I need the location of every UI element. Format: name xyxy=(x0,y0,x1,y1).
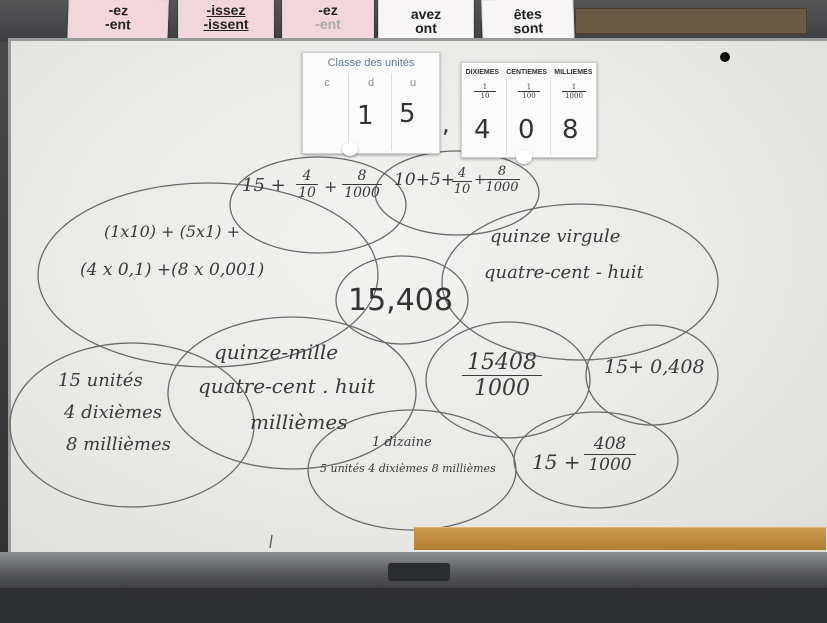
left-expansion-line2: (4 x 0,1) +(8 x 0,001) xyxy=(80,260,265,280)
middle-words-line1: quinze-mille xyxy=(214,340,339,364)
tl-prefix: 15 + xyxy=(242,175,286,196)
fraction-15408-den: 1000 xyxy=(474,376,530,401)
fraction-15408: 15408 1000 xyxy=(462,350,542,401)
decimal-digit-3: 8 xyxy=(562,115,579,145)
tray-handle xyxy=(388,563,450,581)
right-words-line2: quatre-cent - huit xyxy=(484,262,644,283)
decimal-frac-2: 1 100 xyxy=(518,83,540,100)
fraction-408-prefix: 15 + xyxy=(532,450,581,474)
tl-frac-1-num: 4 xyxy=(296,168,318,185)
center-number: 15,408 xyxy=(348,283,453,318)
decimal-frac-3-den: 1000 xyxy=(565,92,583,100)
fraction-408-den: 1000 xyxy=(588,455,632,475)
bubble-left-expansion-outline xyxy=(37,182,379,368)
decimal-frac-3-num: 1 xyxy=(562,83,586,92)
units-table-title: Classe des unités xyxy=(327,57,415,69)
bottom-units-line1: 1 dizaine xyxy=(372,435,432,450)
card-2-line2: -issent xyxy=(203,16,249,32)
tr-frac-2-den: 1000 xyxy=(485,180,519,195)
fraction-15408-num: 15408 xyxy=(462,350,542,376)
bubble-top-left-outline xyxy=(229,156,407,254)
card-2-line1: -issez xyxy=(206,2,246,18)
units-digit-d: 1 xyxy=(357,101,374,131)
decimal-digit-2: 0 xyxy=(518,115,535,145)
tl-frac-2-den: 1000 xyxy=(344,185,380,201)
pin-right xyxy=(516,150,532,164)
decimal-frac-1: 1 10 xyxy=(474,83,496,100)
tl-frac-1-den: 10 xyxy=(298,185,316,201)
decimal-frac-2-den: 100 xyxy=(522,92,536,100)
tl-frac-1: 4 10 xyxy=(296,168,318,201)
decimal-frac-1-den: 10 xyxy=(480,92,490,100)
right-words-line1: quinze virgule xyxy=(490,226,621,247)
bubble-fraction-408-outline xyxy=(513,411,679,509)
units-col-c: c xyxy=(324,77,330,89)
card-4-line2: ont xyxy=(415,20,437,36)
cork-strip xyxy=(575,8,807,34)
decimal-frac-2-num: 1 xyxy=(518,83,540,92)
sum-0408: 15+ 0,408 xyxy=(604,356,705,378)
tl-frac-2: 8 1000 xyxy=(342,168,382,201)
left-units-line3: 8 millièmes xyxy=(66,434,171,455)
left-expansion-line1: (1x10) + (5x1) + xyxy=(104,222,240,241)
decimal-frac-3: 1 1000 xyxy=(562,83,586,100)
card-4-line1: avez xyxy=(410,6,442,22)
bubble-left-units-outline xyxy=(9,342,255,508)
units-col-d: d xyxy=(367,77,375,89)
decimal-header-1: DIXIEMES xyxy=(465,69,500,76)
tr-plus: + xyxy=(474,172,486,188)
bubble-top-right-outline xyxy=(374,150,540,236)
middle-words-line3: millièmes xyxy=(250,410,348,434)
tr-frac-1: 4 10 xyxy=(452,166,472,197)
units-digit-u: 5 xyxy=(399,99,416,129)
bubble-fraction-15408-outline xyxy=(425,321,591,439)
fraction-408: 408 1000 xyxy=(584,434,636,475)
tr-frac-2-num: 8 xyxy=(484,164,520,180)
tr-prefix: 10+5+ xyxy=(394,170,455,190)
black-magnet xyxy=(720,52,730,62)
tl-frac-2-num: 8 xyxy=(342,168,382,185)
decimal-headers: DIXIEMES CENTIEMES MILLIEMES xyxy=(462,69,596,76)
bubble-middle-words-outline xyxy=(167,316,417,470)
tr-frac-1-den: 10 xyxy=(453,182,471,197)
bubble-center-outline xyxy=(335,255,469,345)
units-col-u: u xyxy=(409,77,417,89)
tr-frac-1-num: 4 xyxy=(452,166,472,182)
tl-plus: + xyxy=(324,177,338,196)
bubble-right-words-outline xyxy=(441,203,719,361)
decimal-table: DIXIEMES CENTIEMES MILLIEMES 1 10 1 100 … xyxy=(461,62,597,158)
fraction-408-num: 408 xyxy=(584,434,636,455)
card-3-line2: -ent xyxy=(315,16,341,32)
wooden-ruler xyxy=(414,527,826,550)
bottom-units-line2: 5 unités 4 dixièmes 8 millièmes xyxy=(320,462,496,475)
decimal-comma: , xyxy=(442,110,450,138)
decimal-header-3: MILLIEMES xyxy=(554,69,593,76)
pin-left xyxy=(342,142,358,156)
units-table: Classe des unités c d u 1 5 xyxy=(302,52,440,154)
left-units-line2: 4 dixièmes xyxy=(64,402,162,423)
middle-words-line2: quatre-cent . huit xyxy=(198,374,376,398)
left-units-line1: 15 unités xyxy=(58,370,143,391)
tr-frac-2: 8 1000 xyxy=(484,164,520,195)
decimal-frac-1-num: 1 xyxy=(474,83,496,92)
decimal-header-2: CENTIEMES xyxy=(506,69,548,76)
decimal-digit-1: 4 xyxy=(474,115,491,145)
pen-mark xyxy=(269,534,273,549)
card-3-line1: -ez xyxy=(318,2,338,18)
